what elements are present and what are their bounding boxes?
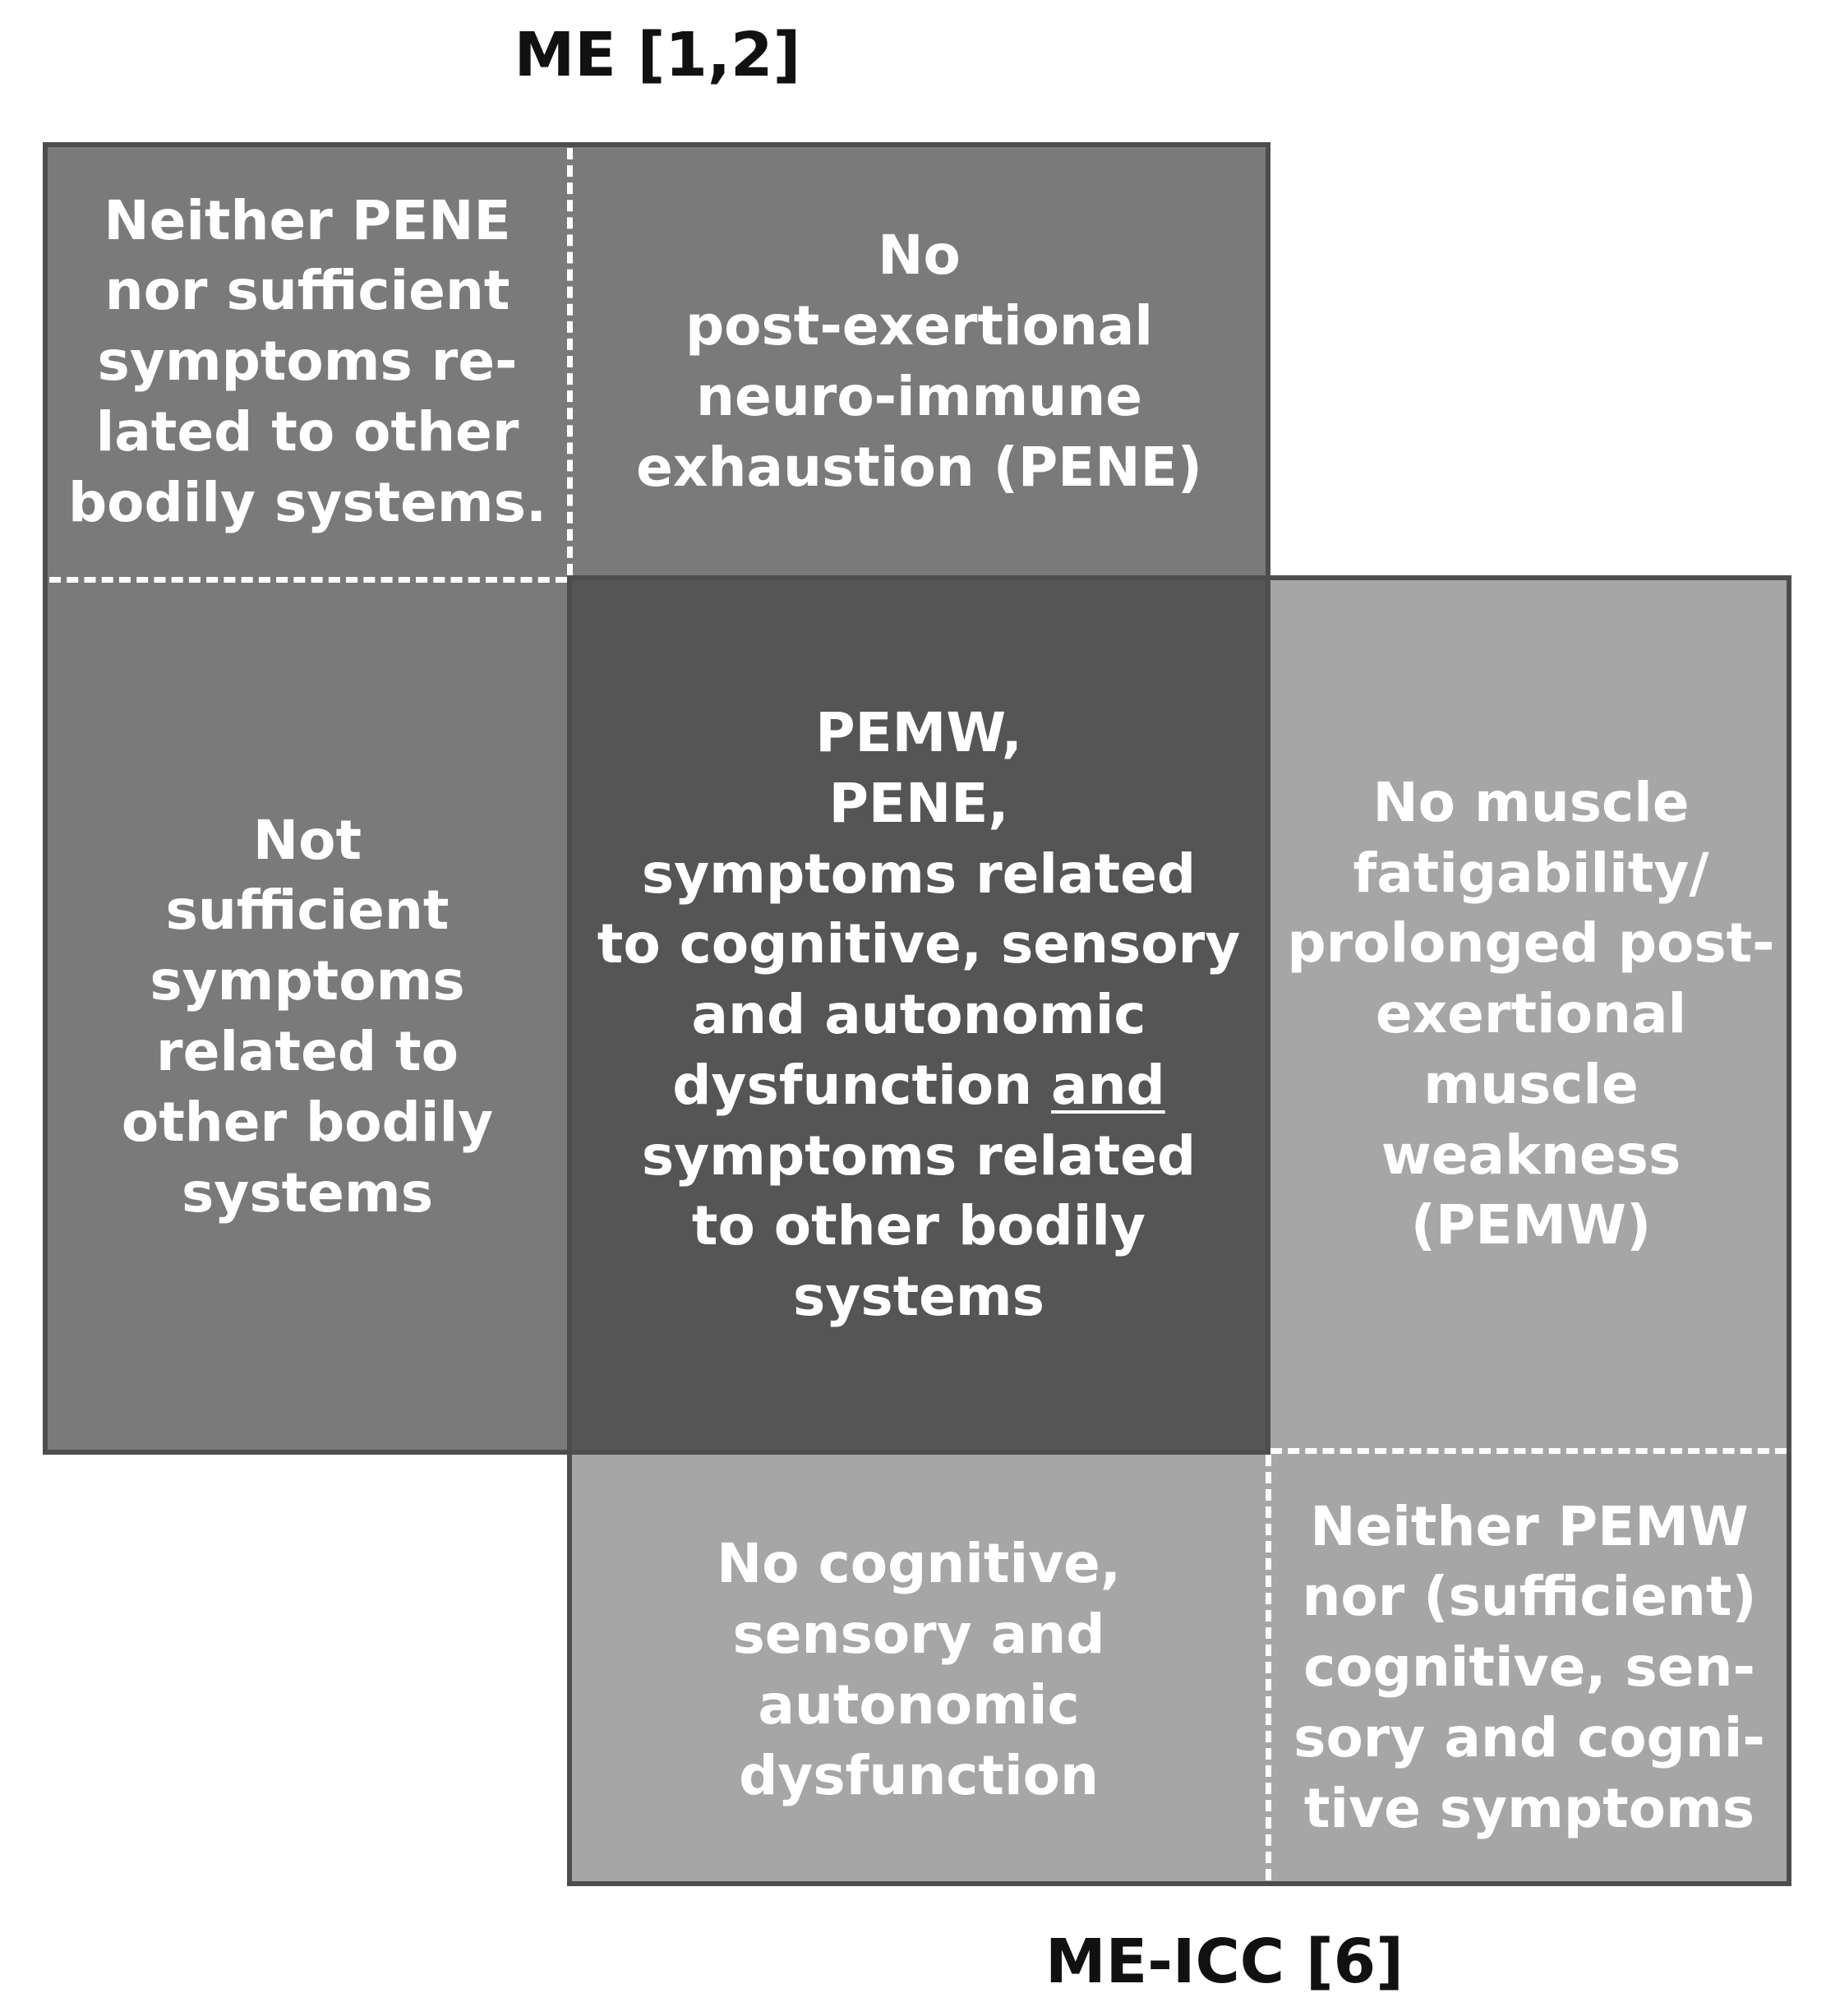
cell-me-top-left: Neither PENE nor sufficient symptoms re-… [48, 148, 567, 575]
cell-icc-right: No muscle fatigability/ prolonged post- … [1275, 580, 1787, 1448]
me-divider-horizontal [49, 577, 567, 583]
me-icc-title: ME-ICC [6] [1045, 1926, 1404, 1997]
overlap-region [567, 575, 1270, 1455]
cell-me-top-right: No post-exertional neuro-immune exhausti… [573, 148, 1266, 575]
center-text-and: and [1051, 1053, 1165, 1117]
cell-icc-bottom-right: Neither PEMW nor (sufficient) cognitive,… [1272, 1455, 1787, 1880]
me-divider-vertical [567, 148, 573, 575]
cell-icc-right-text: No muscle fatigability/ prolonged post- … [1287, 770, 1775, 1257]
cell-me-top-left-text: Neither PENE nor sufficient symptoms re-… [67, 188, 547, 534]
cell-me-left: Not sufficient symptoms related to other… [48, 584, 567, 1450]
me-title: ME [1,2] [514, 20, 801, 90]
icc-divider-vertical [1266, 1455, 1271, 1880]
center-text-part2: symptoms related to other bodily systems [641, 1123, 1197, 1329]
cell-me-left-text: Not sufficient symptoms related to other… [121, 808, 494, 1225]
center-text-part1: PEMW, PENE, symptoms related to cognitiv… [597, 700, 1241, 1117]
cell-me-top-right-text: No post-exertional neuro-immune exhausti… [636, 224, 1202, 499]
cell-icc-bottom-text: No cognitive, sensory and autonomic dysf… [717, 1532, 1121, 1807]
icc-divider-horizontal [1270, 1448, 1787, 1454]
cell-icc-bottom-right-text: Neither PEMW nor (sufficient) cognitive,… [1293, 1494, 1765, 1840]
cell-center-text: PEMW, PENE, symptoms related to cognitiv… [597, 698, 1240, 1332]
cell-icc-bottom: No cognitive, sensory and autonomic dysf… [572, 1460, 1266, 1880]
cell-center-overlap: PEMW, PENE, symptoms related to cognitiv… [572, 580, 1266, 1450]
